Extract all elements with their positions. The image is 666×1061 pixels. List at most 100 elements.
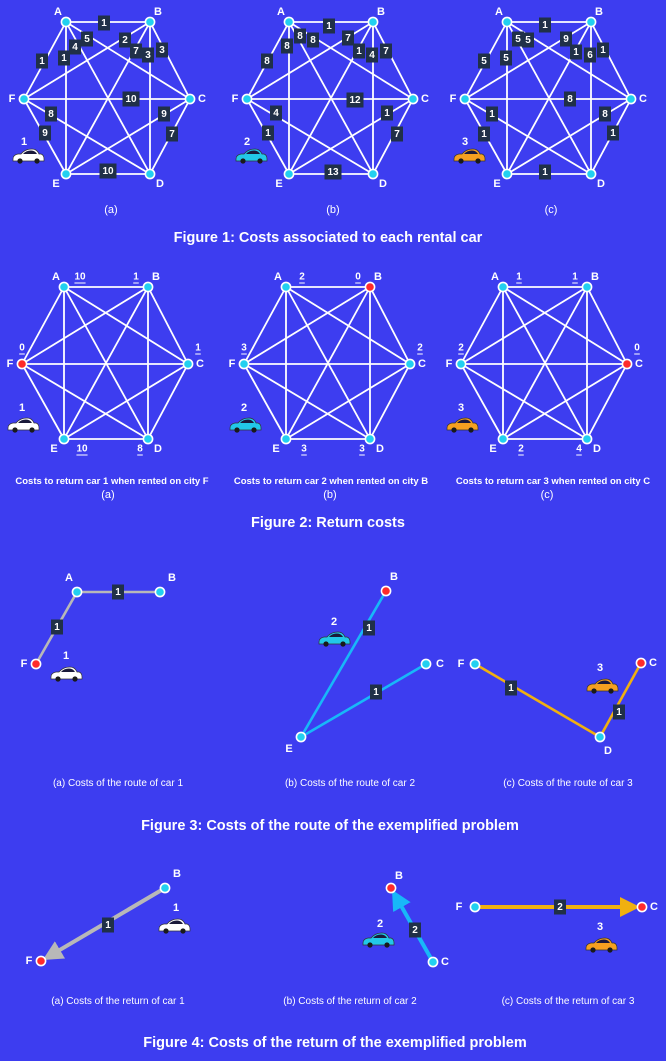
figure2-panel-b-label-b: B — [374, 271, 382, 283]
figure1-panel-c-weight-9: 5 — [478, 53, 490, 69]
figure1-panel-a-weight-6-text: 3 — [159, 45, 165, 56]
figure2-panel-b-label-f: F — [229, 358, 236, 370]
figure1-panel-b-weight-4-text: 8 — [284, 41, 290, 52]
figure4-panel-a-car-window — [169, 920, 183, 924]
figure1-panel-c-weight-9-box — [478, 53, 490, 69]
figure3-panel-a-label-b: B — [168, 572, 176, 584]
figure1-panel-a-weight-5-box — [130, 43, 142, 59]
figure1-panel-c-weight-11-box — [478, 126, 490, 142]
figure4-panel-c-car-window — [596, 939, 610, 943]
figure4-panel-a-weight: 1 — [102, 917, 114, 933]
figure1-panel-c-weight-6-box — [597, 42, 609, 58]
figure1-panel-c-weight-2: 5 — [512, 31, 524, 47]
figure1-panel-c-node-b — [585, 16, 597, 28]
figure1-panel-a-weight-10-text: 8 — [48, 109, 54, 120]
figure2-panel-a-cost-f: 0 — [19, 343, 25, 354]
figure1-panel-b-car-number: 2 — [244, 136, 250, 148]
figure2-panel-a-node-e — [58, 433, 70, 445]
figure2-panel-a-car-wheel-front — [29, 427, 35, 433]
figure3-panel-b-node-e — [295, 731, 307, 743]
figure1-panel-a-weight-12-box — [158, 106, 170, 122]
figure1-panel-a-node-e — [60, 168, 72, 180]
figure1-panel-b-weight-1-text: 1 — [326, 21, 332, 32]
figure3-panel-b-weight-1-box — [363, 620, 375, 636]
figure2-panel-b-car-wheel-rear — [234, 427, 240, 433]
figure1-panel-c-weight-6: 1 — [597, 42, 609, 58]
figure1-panel-c-weight-14-box — [607, 125, 619, 141]
figure1-panel-a-car-wheel-front — [34, 158, 40, 164]
figure3-panel-c-weight-1-box — [505, 680, 517, 696]
figure2-panel-a-node-a — [58, 281, 70, 293]
figure2-panel-a-edge-df — [21, 363, 149, 440]
figure4-panel-a-car — [158, 918, 191, 934]
figure1-panel-b-weight-15: 13 — [324, 164, 342, 180]
figure2-panel-b-node-f — [238, 358, 250, 370]
figure1-panel-b-weight-7-text: 8 — [310, 35, 316, 46]
figure2-panel-c-edge-cd — [586, 363, 628, 440]
figure1-panel-b-weight-12-box — [346, 92, 364, 108]
figure2-panel-b-edge-df — [243, 363, 371, 440]
figure1-panel-c-weight-8: 6 — [584, 47, 596, 63]
figure2-panel-b-node-b — [364, 281, 376, 293]
figure4-panel-b-car-number: 2 — [377, 918, 383, 930]
figure1-panel-c-car — [453, 148, 486, 164]
figure1-panel-c-weight-2-text: 5 — [515, 34, 521, 45]
figure3-panel-b-node-b — [380, 585, 392, 597]
figure1-panel-b-weight-9-text: 8 — [264, 56, 270, 67]
figure1-panel-a-label-d: D — [156, 178, 164, 190]
figure2-panel-c-car-wheel-front — [468, 427, 474, 433]
figure1-panel-a-weight-12-text: 9 — [161, 109, 167, 120]
figure3-panel-b-car-window — [329, 633, 343, 637]
figure1-panel-a-weight-8-text: 3 — [145, 50, 151, 61]
figure1-panel-b-weight-11: 1 — [262, 125, 274, 141]
figure2-panel-c-label-b: B — [591, 271, 599, 283]
figure4-panel-a-label-b: B — [173, 868, 181, 880]
figure4-panel-b-label-c: C — [441, 956, 449, 968]
figure4-panel-b-weight-box — [409, 922, 421, 938]
figure1-panel-c-weight-11: 1 — [478, 126, 490, 142]
figure3-panel-c-route-edge-1 — [474, 662, 601, 739]
figure4-sublabel-b: (b) Costs of the return of car 2 — [283, 996, 417, 1007]
figure2-panel-a-node-d — [142, 433, 154, 445]
figure1-panel-a-label-e: E — [52, 178, 59, 190]
figure1-panel-b-weight-1-box — [323, 18, 335, 34]
figure3-panel-c-label-d: D — [604, 745, 612, 757]
figure1-panel-a-node-b — [144, 16, 156, 28]
figure1-panel-b-node-f — [241, 93, 253, 105]
figure1-panel-b-car-wheel-front — [257, 158, 263, 164]
figure3-panel-a-car-wheel-rear — [55, 676, 61, 682]
figure4-panel-b-weight: 2 — [409, 922, 421, 938]
figure1-panel-b-weight-10-text: 4 — [273, 108, 279, 119]
figure1-panel-b-node-e — [283, 168, 295, 180]
figure1-panel-c-weight-7-text: 5 — [525, 35, 531, 46]
figure3-panel-a-weight-2: 1 — [112, 584, 124, 600]
figure3-caption: Figure 3: Costs of the route of the exem… — [141, 818, 519, 834]
figure2-panel-a-car-window — [18, 419, 32, 423]
figure3-panel-c-node-c — [635, 657, 647, 669]
figure3-panel-a-weight-2-box — [112, 584, 124, 600]
figure1-panel-a-weight-2: 5 — [81, 31, 93, 47]
figure2-panel-a-edge-bf — [21, 286, 149, 365]
figure2-panel-c-node-c — [621, 358, 633, 370]
figure1-panel-c-label-d: D — [597, 178, 605, 190]
figure3-panel-a-node-a — [71, 586, 83, 598]
figure4-panel-c-node-f — [469, 901, 481, 913]
figure1-panel-c-weight-7: 5 — [522, 32, 534, 48]
figure3-panel-c-node-d — [594, 731, 606, 743]
figure4-panel-b-label-b: B — [395, 870, 403, 882]
figure4-panel-a-node-b — [159, 882, 171, 894]
figure2-panel-b-edge-cd — [369, 363, 411, 440]
figure2-panel-b-edge-bc — [369, 286, 411, 365]
figure1-panel-a-weight-15-text: 10 — [102, 166, 114, 177]
figure1-panel-a-label-b: B — [154, 6, 162, 18]
figure3-panel-b-weight-2-text: 1 — [373, 687, 379, 698]
figure1-panel-b-node-c — [407, 93, 419, 105]
figure1-panel-a-weight-2-text: 5 — [84, 34, 90, 45]
figure4-panel-b-car — [362, 932, 395, 948]
figure1-panel-a-weight-4-text: 1 — [61, 53, 67, 64]
figure3-panel-b-label-b: B — [390, 571, 398, 583]
figure1-panel-b-weight-14: 7 — [391, 126, 403, 142]
figure1-panel-a-weight-10-box — [45, 106, 57, 122]
figure1-panel-b-weight-1: 1 — [323, 18, 335, 34]
figure1-panel-a-label-f: F — [9, 93, 16, 105]
